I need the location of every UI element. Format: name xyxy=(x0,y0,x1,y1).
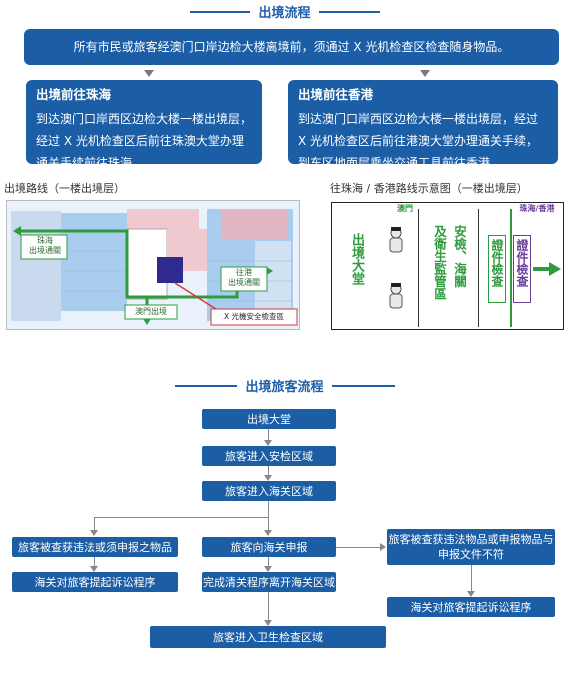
step-right-found: 旅客被查获违法物品或申报物品与申报文件不符 xyxy=(387,529,555,565)
hongkong-route-box: 出境前往香港 到达澳门口岸西区边检大楼一楼出境层，经过 X 光机检查区后前往港澳… xyxy=(288,80,558,170)
hongkong-route-text: 到达澳门口岸西区边检大楼一楼出境层，经过 X 光机检查区后前往港澳大堂办理通关手… xyxy=(298,112,539,170)
connector xyxy=(268,592,269,622)
hongkong-route-title: 出境前往香港 xyxy=(298,87,374,102)
connector xyxy=(268,466,269,478)
section-title-exit-text: 出境流程 xyxy=(250,2,319,21)
map-caption: 出境路线（一楼出境层） xyxy=(4,182,125,195)
section-title-passenger: 出境旅客流程 xyxy=(0,376,569,395)
intro-text: 所有市民或旅客经澳门口岸边检大楼离境前，须通过 X 光机检查区检查随身物品。 xyxy=(73,40,510,54)
connector xyxy=(94,557,95,567)
step-health: 旅客进入卫生检查区域 xyxy=(150,626,386,648)
zhuhai-route-text: 到达澳门口岸西区边检大楼一楼出境层，经过 X 光机检查区后前往珠澳大堂办理通关手… xyxy=(36,112,253,170)
arrow-down-icon xyxy=(90,530,98,536)
step-left-found: 旅客被查获违法或须申报之物品 xyxy=(12,537,178,557)
step-security: 旅客进入安检区域 xyxy=(202,446,336,466)
arrow-down-icon xyxy=(467,591,475,597)
step-left-prosecute: 海关对旅客提起诉讼程序 xyxy=(12,572,178,592)
divider-1 xyxy=(418,209,419,327)
step-declare: 旅客向海关申报 xyxy=(202,537,336,557)
arrow-down-icon xyxy=(264,566,272,572)
arrow-down-icon xyxy=(264,475,272,481)
section-title-passenger-text: 出境旅客流程 xyxy=(237,376,332,395)
arrow-down-icon xyxy=(264,530,272,536)
zhuhai-hk-label: 珠海/香港 xyxy=(519,204,555,213)
hk-exit-label-2: 出境通關 xyxy=(228,278,260,287)
connector xyxy=(471,565,472,593)
zhuhai-route-title: 出境前往珠海 xyxy=(36,87,112,102)
inspect-label-1: 安檢、海關 xyxy=(452,225,467,288)
officer-icon xyxy=(384,281,408,313)
exit-arrow-icon xyxy=(533,261,561,276)
xray-label: X 光機安全檢查區 xyxy=(223,312,285,321)
step-complete: 完成清关程序离开海关区域 xyxy=(202,572,336,592)
connector xyxy=(268,557,269,567)
hall-label: 出境大堂 xyxy=(349,233,364,285)
arrow-right-icon xyxy=(380,543,386,551)
check-label-1: 證件檢查 xyxy=(490,239,504,287)
officer-icon xyxy=(384,225,408,257)
connector xyxy=(268,429,269,443)
arrow-down-icon xyxy=(264,620,272,626)
step-customs: 旅客进入海关区域 xyxy=(202,481,336,501)
intro-box: 所有市民或旅客经澳门口岸边检大楼离境前，须通过 X 光机检查区检查随身物品。 xyxy=(24,29,559,65)
arrow-down-icon xyxy=(144,70,154,77)
zhuhai-route-box: 出境前往珠海 到达澳门口岸西区边检大楼一楼出境层，经过 X 光机检查区后前往珠澳… xyxy=(26,80,262,170)
hk-exit-label: 往港 出境通關 xyxy=(222,268,266,288)
macau-exit-label: 澳門出境 xyxy=(135,307,167,316)
route-diagram: 澳門 珠海/香港 出境大堂 安檢、海關 及衛生監管區 證件檢查 證件檢查 xyxy=(331,202,564,330)
floor-map-graphic xyxy=(7,201,299,329)
zhuhai-exit-label-1: 珠海 xyxy=(37,236,53,245)
connector xyxy=(268,517,269,531)
check-label-2: 證件檢查 xyxy=(515,239,529,287)
connector xyxy=(94,517,95,531)
zhuhai-exit-label: 珠海 出境通關 xyxy=(23,236,67,256)
divider-2 xyxy=(478,209,479,327)
hk-exit-label-1: 往港 xyxy=(236,268,252,277)
connector xyxy=(336,547,382,548)
arrow-down-icon xyxy=(90,566,98,572)
macau-label: 澳門 xyxy=(397,204,413,213)
connector xyxy=(268,501,269,517)
zhuhai-exit-label-2: 出境通關 xyxy=(29,246,61,255)
step-right-prosecute: 海关对旅客提起诉讼程序 xyxy=(387,597,555,617)
check-box-1 xyxy=(488,235,506,303)
inspect-label-2: 及衛生監管區 xyxy=(432,225,447,300)
check-box-2 xyxy=(513,235,531,303)
step-hall: 出境大堂 xyxy=(202,409,336,429)
border-line xyxy=(510,209,512,327)
floor-map: 珠海 出境通關 往港 出境通關 澳門出境 X 光機安全檢查區 xyxy=(6,200,300,330)
diagram-caption: 往珠海 / 香港路线示意图（一楼出境层） xyxy=(330,182,528,195)
arrow-down-icon xyxy=(420,70,430,77)
arrow-down-icon xyxy=(264,440,272,446)
section-title-exit: 出境流程 xyxy=(0,2,569,21)
connector xyxy=(94,517,268,518)
